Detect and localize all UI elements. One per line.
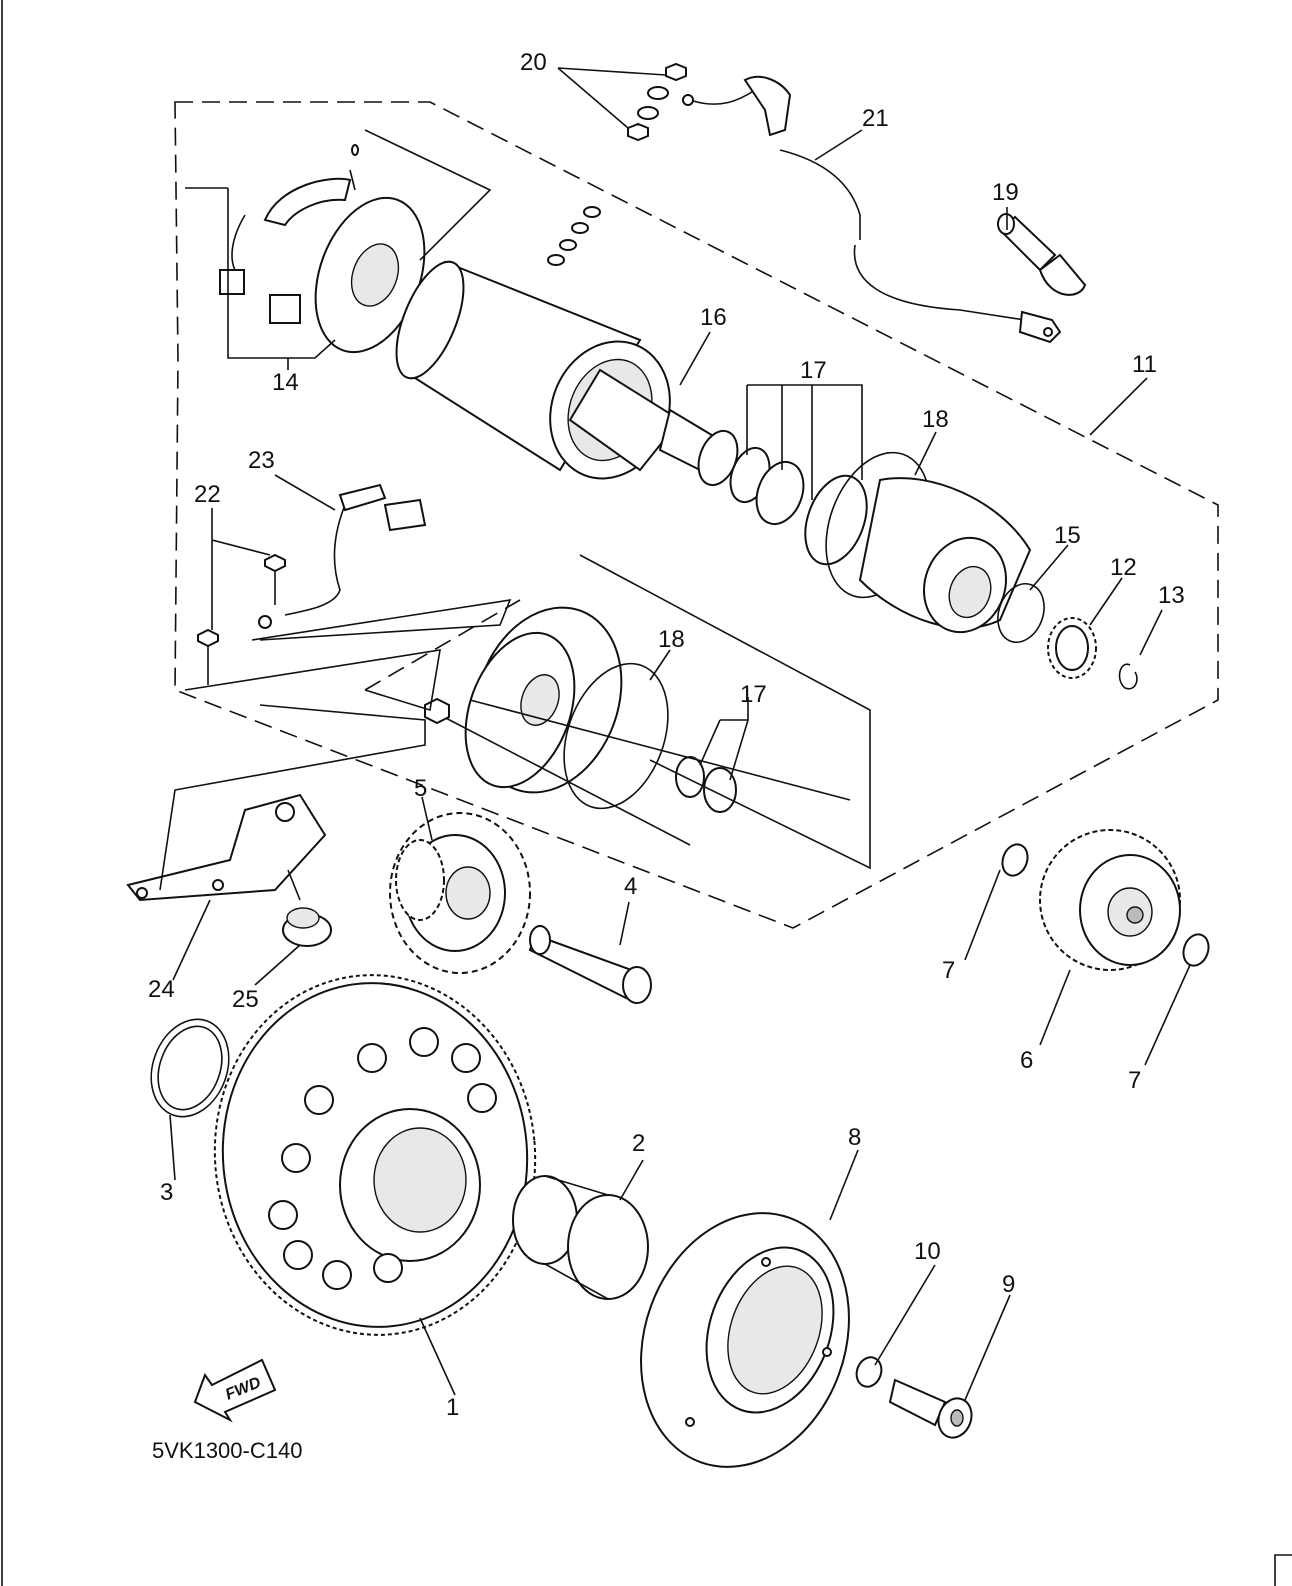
callout-17-lower: 17 [740,681,767,708]
through-bolts [424,697,851,846]
fwd-arrow-icon: FWD [193,1358,277,1423]
callout-18-lower: 18 [658,626,685,653]
callout-6: 6 [1020,1047,1033,1074]
lead-wire-23 [258,483,427,629]
ring-3 [150,1018,230,1118]
callout-1: 1 [446,1394,459,1421]
callout-25: 25 [232,986,259,1013]
page-corner-mark [1274,1554,1292,1586]
brush-holder-14 [219,169,426,354]
o-ring-18-lower [563,662,669,810]
o-ring-15 [997,583,1045,643]
leader-lines [159,67,1191,1401]
callout-23: 23 [248,447,275,474]
washer-set-17-lower [675,756,737,813]
callout-18-upper: 18 [922,406,949,433]
starter-rear-bracket [464,606,623,794]
shaft-4 [528,925,652,1004]
bolts-22 [197,553,286,685]
nut-washer-set-20 [351,62,687,266]
damper-25 [282,907,332,947]
callout-16: 16 [700,304,727,331]
callout-5: 5 [414,775,427,802]
callout-2: 2 [632,1130,645,1157]
callout-4: 4 [624,873,637,900]
callout-13: 13 [1158,582,1185,609]
needle-bearing-2 [512,1175,649,1300]
starter-clutch-gear-1 [213,974,537,1336]
callout-10: 10 [914,1238,941,1265]
starter-cable-21 [682,75,1062,344]
one-way-clutch-8 [640,1212,850,1468]
callout-19: 19 [992,179,1019,206]
callout-15: 15 [1054,522,1081,549]
callout-11: 11 [1132,351,1157,378]
callout-labels: 20 21 19 14 16 17 11 18 23 22 15 12 13 1… [148,49,1185,1421]
pinion-gear-12 [1047,617,1097,679]
starter-wheel-gear-6 [1039,829,1181,971]
terminal-cap-19 [997,213,1087,296]
starter-assembly-boundary [174,101,1219,929]
callout-7-left: 7 [942,957,955,984]
washer-7-left [1001,843,1029,877]
callout-8: 8 [848,1124,861,1151]
callout-12: 12 [1110,554,1137,581]
diagram-code: 5VK1300-C140 [152,1438,302,1463]
callout-20: 20 [520,49,547,76]
callout-22: 22 [194,481,221,508]
circlip-13 [1118,663,1138,690]
callout-9: 9 [1002,1271,1015,1298]
callout-14: 14 [272,369,299,396]
callout-21: 21 [862,105,889,132]
starter-front-cover [858,477,1032,634]
callout-24: 24 [148,976,175,1003]
washer-7-right [1182,933,1210,967]
plate-24 [126,793,327,902]
callout-17-upper: 17 [800,357,827,384]
socket-bolt-9 [888,1378,973,1439]
callout-3: 3 [160,1179,173,1206]
starter-yoke-16 [395,260,731,480]
idle-gear-5 [389,812,531,974]
washer-10 [855,1356,883,1388]
washer-set-17-upper [697,429,868,566]
starter-inner-boundary [364,599,521,691]
callout-7-right: 7 [1128,1067,1141,1094]
